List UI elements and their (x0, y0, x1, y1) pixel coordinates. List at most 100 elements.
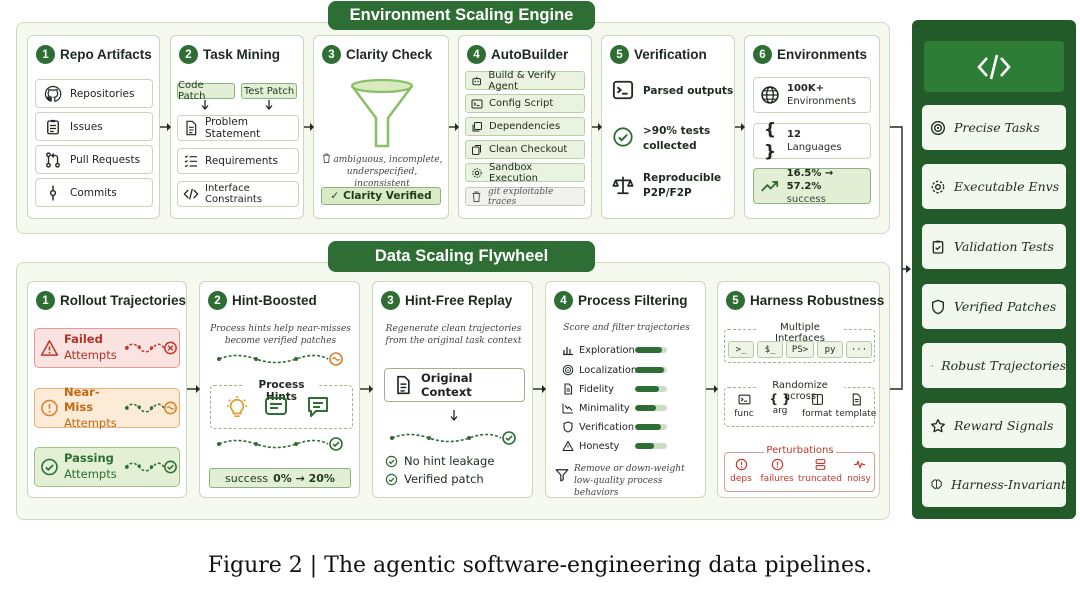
perturb-failures: failures (758, 458, 796, 484)
issues-item: Issues (35, 112, 153, 141)
success-value: 0% → 20% (273, 471, 335, 485)
item-label: Requirements (205, 155, 278, 167)
sidebar-item-reward-signals: Reward Signals (922, 403, 1066, 448)
metric-bar (635, 405, 667, 411)
step-number: 5 (726, 291, 745, 310)
original-context-box: Original Context (384, 368, 525, 402)
metric-honesty: Honesty (562, 440, 667, 452)
trend-up-icon (761, 181, 779, 192)
step-number: 5 (610, 45, 629, 64)
env-count: 100K+ (787, 83, 825, 94)
terminal-icon (471, 99, 483, 108)
dependencies-row: Dependencies (465, 117, 585, 136)
perturb-item-label: noisy (847, 474, 871, 484)
robot-icon (472, 76, 481, 85)
check-icon: ✓ (330, 190, 340, 202)
metric-bar (635, 443, 667, 449)
problem-statement-item: Problem Statement (177, 115, 299, 141)
shield-icon (563, 421, 573, 433)
randomize-arg: { } arg (763, 392, 797, 416)
metric-fill (635, 367, 664, 373)
step-number: 6 (753, 45, 772, 64)
metric-label: Minimality (579, 402, 630, 414)
requirements-item: Requirements (177, 148, 299, 174)
card-title: Task Mining (203, 47, 281, 62)
rollout-label: Passing (63, 451, 114, 466)
randomize-format: format (800, 393, 834, 419)
perturbations-label: Perturbations (764, 445, 836, 456)
tests-collected-label: >90% tests collected (643, 125, 711, 152)
perturb-item-label: truncated (798, 474, 842, 484)
sidebar-item-label: Harness-Invariant (951, 477, 1066, 492)
alert-circle-icon (735, 458, 747, 471)
code-badge (924, 41, 1064, 92)
rollout-label: Failed (63, 332, 103, 347)
lightbulb-icon (226, 396, 248, 417)
item-label: Interface Constraints (205, 183, 263, 205)
randomize-item-label: format (801, 409, 833, 419)
row-label: Clean Checkout (489, 144, 568, 155)
sidebar-item-executable-envs: Executable Envs (922, 164, 1066, 209)
randomize-item-label: arg (772, 406, 788, 416)
code-icon (977, 54, 1011, 79)
alert-circle-icon (771, 458, 783, 471)
sidebar-item-label: Precise Tasks (954, 120, 1040, 135)
metric-bar (635, 424, 667, 430)
interface-constraints-item: Interface Constraints (177, 181, 299, 207)
success-rate: 16.5% → 57.2% (786, 167, 834, 192)
outputs-sidebar: Precise Tasks Executable Envs Validation… (912, 20, 1076, 519)
bash-interface: $_ (757, 341, 783, 358)
card-title: Hint-Free Replay (405, 293, 513, 308)
hint-desc: Process hints help near-misses become ve… (210, 324, 351, 347)
step-number: 3 (322, 45, 341, 64)
metric-fill (635, 405, 656, 411)
success-prefix: success (225, 471, 269, 485)
check-label: Verified patch (404, 472, 484, 486)
check-circle-icon (385, 473, 398, 485)
item-label: Commits (70, 186, 117, 199)
test-patch-tag: Test Patch (241, 83, 297, 99)
env-count-label: Environments (787, 96, 857, 107)
perturb-item-label: failures (760, 474, 794, 484)
document-icon (564, 383, 573, 395)
code-patch-tag: Code Patch (177, 80, 235, 102)
alert-circle-icon (41, 399, 58, 417)
clipboard-check-icon (932, 240, 944, 254)
pull-requests-item: Pull Requests (35, 145, 153, 174)
filter-desc: Score and filter trajectories (563, 323, 690, 333)
hint-success-badge: success 0% → 20% (209, 468, 351, 488)
exploitable-traces-row: git exploitable traces (465, 187, 585, 207)
code-icon (183, 188, 199, 200)
python-interface: py (817, 341, 843, 358)
sidebar-item-label: Robust Trajectories (941, 358, 1066, 373)
randomize-template: template (835, 393, 877, 419)
config-script-row: Config Script (465, 94, 585, 113)
row-label: Dependencies (489, 121, 561, 132)
step-number: 1 (36, 45, 55, 64)
clarity-verified-badge: ✓Clarity Verified (321, 187, 441, 205)
sidebar-bracket (890, 126, 903, 390)
checklist-icon (184, 155, 197, 168)
commits-item: Commits (35, 178, 153, 207)
card-title: Verification (634, 47, 707, 62)
layers-icon (472, 121, 482, 131)
sidebar-item-label: Validation Tests (954, 239, 1054, 254)
metric-exploration: Exploration (562, 344, 667, 356)
perturb-truncated: truncated (798, 458, 842, 484)
environments-count-row: 100K+ Environments (753, 77, 871, 113)
step-number: 2 (179, 45, 198, 64)
rollout-sub: Attempts (63, 415, 117, 430)
metric-label: Localization (579, 364, 638, 376)
sandbox-execution-row: Sandbox Execution (465, 162, 585, 184)
trash-icon (472, 191, 481, 202)
chat-icon (308, 397, 328, 417)
metric-bar (635, 367, 667, 373)
task-mining-card: 2 Task Mining Code Patch Test Patch Probl… (170, 35, 304, 219)
